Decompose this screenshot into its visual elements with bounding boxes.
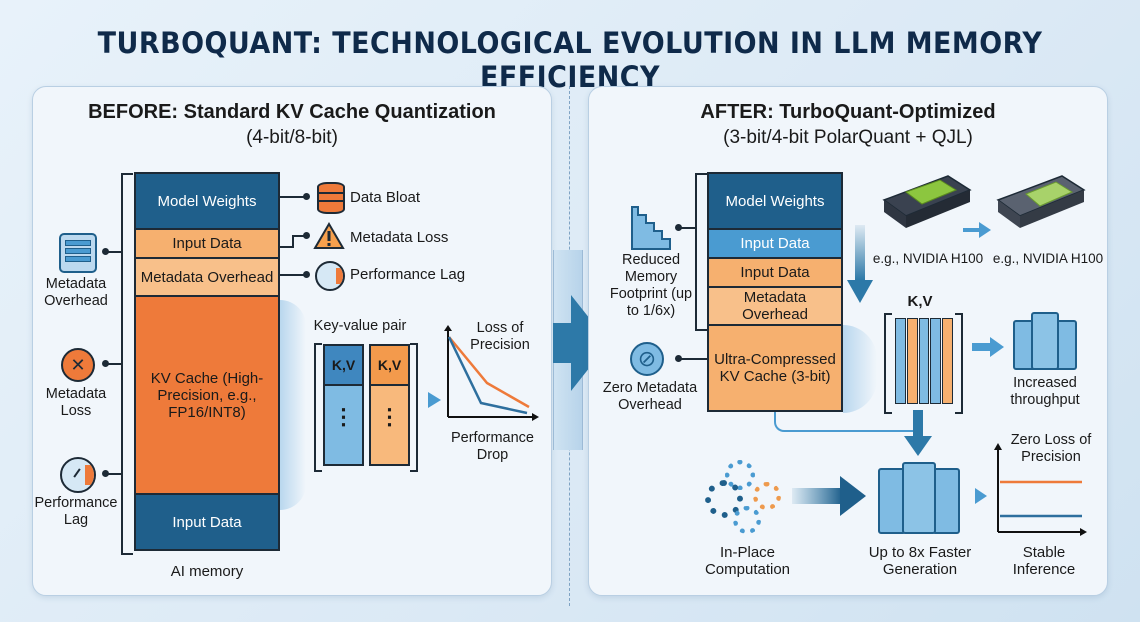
before-kv-cache: KV Cache (High-Precision, e.g., FP16/INT…	[134, 295, 280, 495]
before-right-label-1: Metadata Loss	[350, 229, 449, 246]
after-kv-cache: Ultra-Compressed KV Cache (3-bit)	[707, 324, 843, 412]
after-bracket	[695, 173, 707, 331]
inplace-label: In-Place Computation	[704, 544, 791, 578]
connector-line	[678, 227, 695, 229]
faster-label: Up to 8x Faster Generation	[868, 544, 972, 578]
connector-line	[280, 274, 306, 276]
before-right-label-2: Performance Lag	[350, 266, 466, 283]
play-arrow-icon	[975, 488, 987, 504]
before-left-label-0: Metadata Overhead	[44, 276, 108, 309]
connector-line	[678, 358, 707, 360]
after-title: AFTER: TurboQuant-Optimized	[700, 101, 996, 123]
y-axis-arrow	[444, 325, 452, 331]
connector-line	[105, 473, 121, 475]
connector-dot	[303, 271, 310, 278]
y-axis-arrow	[994, 443, 1002, 450]
kv-label: K,V	[325, 346, 362, 386]
after-chart-top: Zero Loss of Precision	[1010, 432, 1092, 465]
connector-line	[292, 235, 306, 237]
down-arrow-icon	[847, 225, 873, 303]
connector-line	[280, 196, 306, 198]
connector-line	[280, 246, 294, 248]
before-model-weights: Model Weights	[134, 172, 280, 230]
connector-dot	[303, 232, 310, 239]
kv-bracket-left	[314, 343, 322, 472]
throughput-label: Increased throughput	[1010, 375, 1080, 408]
flow-connector	[774, 412, 918, 432]
before-chart-bottom: Performance Drop	[450, 430, 534, 463]
before-title: BEFORE: Standard KV Cache Quantization	[88, 101, 496, 123]
kv-bracket-left	[884, 313, 892, 414]
after-subtitle: (3-bit/4-bit PolarQuant + QJL)	[723, 127, 973, 148]
connector-line	[292, 235, 294, 248]
play-arrow-icon	[428, 392, 441, 408]
before-input-data: Input Data	[134, 228, 280, 259]
connector-line	[105, 363, 121, 365]
blue-series	[447, 336, 528, 415]
arrow-right-icon	[972, 337, 1004, 357]
compressed-kv-strips	[895, 318, 953, 404]
x-axis-arrow	[1080, 528, 1087, 536]
server-list-icon	[59, 233, 97, 273]
stable-inference-chart	[994, 443, 1087, 536]
after-chart-bottom: Stable Inference	[1012, 544, 1076, 578]
kv-pair-title: Key-value pair	[313, 318, 407, 334]
gauge-icon	[60, 457, 96, 493]
kv-cell-orange: K,V ⋮	[369, 344, 410, 466]
database-icon	[317, 182, 345, 214]
before-left-label-1: Metadata Loss	[45, 386, 107, 419]
gpu-icon	[996, 175, 1086, 228]
before-bracket	[121, 173, 133, 555]
gauge-icon	[315, 261, 345, 291]
connector-dot	[303, 193, 310, 200]
before-subtitle: (4-bit/8-bit)	[246, 127, 338, 148]
arrow-right-icon	[792, 476, 866, 516]
before-chart-top: Loss of Precision	[470, 320, 530, 353]
before-right-label-0: Data Bloat	[350, 189, 421, 206]
kv-label: K,V	[371, 346, 408, 386]
after-metadata-overhead: Metadata Overhead	[707, 286, 843, 326]
page-title: TURBOQUANT: TECHNOLOGICAL EVOLUTION IN L…	[97, 26, 1043, 94]
x-axis-arrow	[532, 413, 539, 421]
stairs-chart-icon	[631, 206, 671, 250]
server-icon	[878, 462, 960, 534]
orange-series	[448, 336, 530, 409]
before-metadata-overhead: Metadata Overhead	[134, 257, 280, 297]
gpu-icon	[882, 175, 972, 228]
gpu-label-0: e.g., NVIDIA H100	[872, 251, 984, 266]
down-arrow-icon	[904, 410, 932, 456]
after-kv-title: K,V	[907, 293, 933, 310]
kv-bracket-right	[955, 313, 963, 414]
funnel-highlight	[280, 300, 306, 510]
before-input-data-bottom: Input Data	[134, 493, 280, 551]
after-input-data-blue: Input Data	[707, 228, 843, 259]
connector-line	[105, 251, 121, 253]
gears-icon	[705, 458, 785, 536]
kv-cell-blue: K,V ⋮	[323, 344, 364, 466]
no-symbol-icon: ⊘	[630, 342, 664, 376]
kv-dots: ⋮	[378, 404, 401, 429]
after-input-data: Input Data	[707, 257, 843, 288]
server-icon	[1013, 312, 1077, 370]
before-left-label-2: Performance Lag	[34, 495, 118, 528]
cancel-cycle-icon: ✕	[61, 348, 95, 382]
warning-icon	[313, 222, 345, 249]
arrow-right-icon	[963, 222, 991, 238]
kv-dots: ⋮	[332, 404, 355, 429]
precision-loss-chart	[444, 325, 539, 421]
after-left-label-0: Reduced Memory Footprint (up to 1/6x)	[609, 252, 693, 319]
gpu-label-1: e.g., NVIDIA H100	[992, 251, 1104, 266]
center-arrow-icon	[553, 295, 609, 391]
after-model-weights: Model Weights	[707, 172, 843, 230]
ai-memory-caption: AI memory	[170, 563, 244, 580]
kv-bracket-right	[410, 343, 418, 472]
after-left-label-1: Zero Metadata Overhead	[602, 380, 698, 413]
